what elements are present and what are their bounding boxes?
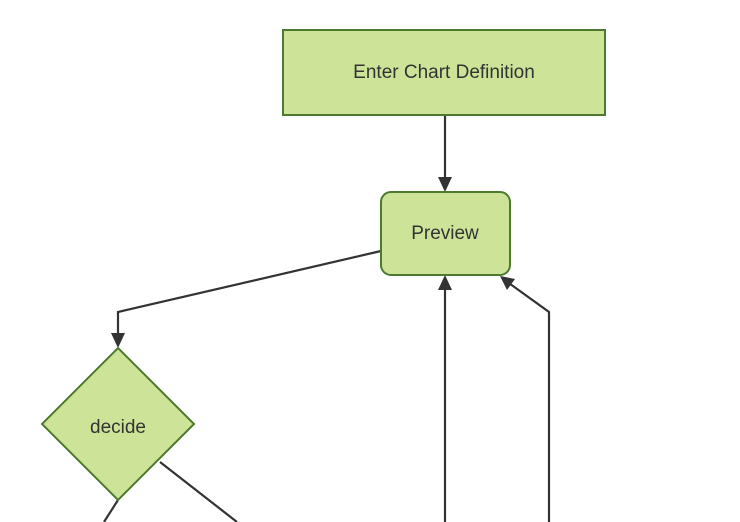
edge-bottom-center-to-preview	[438, 275, 452, 522]
node-rectangle[interactable]	[282, 29, 606, 116]
edge-line	[116, 249, 382, 340]
node-enter-chart-definition[interactable]: Enter Chart Definition	[282, 29, 606, 116]
node-label: Preview	[411, 223, 479, 244]
arrowhead-icon	[438, 177, 452, 192]
arrowhead-icon	[500, 276, 515, 290]
node-rounded-rectangle[interactable]	[380, 191, 511, 276]
edge-line	[103, 499, 119, 522]
edge-bottom-right-to-preview	[500, 276, 551, 522]
node-label: Enter Chart Definition	[353, 62, 535, 83]
edge-line	[505, 280, 551, 522]
node-preview[interactable]: Preview	[380, 191, 511, 276]
arrowhead-icon	[111, 333, 125, 348]
edge-preview-to-decide	[111, 249, 382, 348]
edge-line	[159, 461, 238, 522]
nodes-layer: Enter Chart Definition Preview decide	[40, 29, 606, 502]
edge-enter-to-preview	[438, 115, 452, 192]
edge-decide-right-out	[159, 461, 238, 522]
node-label: decide	[90, 417, 146, 438]
arrowhead-icon	[438, 275, 452, 290]
node-diamond[interactable]	[40, 346, 196, 502]
node-decide[interactable]: decide	[40, 346, 196, 502]
edges-layer	[103, 115, 551, 522]
edge-decide-bottom-out	[103, 499, 119, 522]
